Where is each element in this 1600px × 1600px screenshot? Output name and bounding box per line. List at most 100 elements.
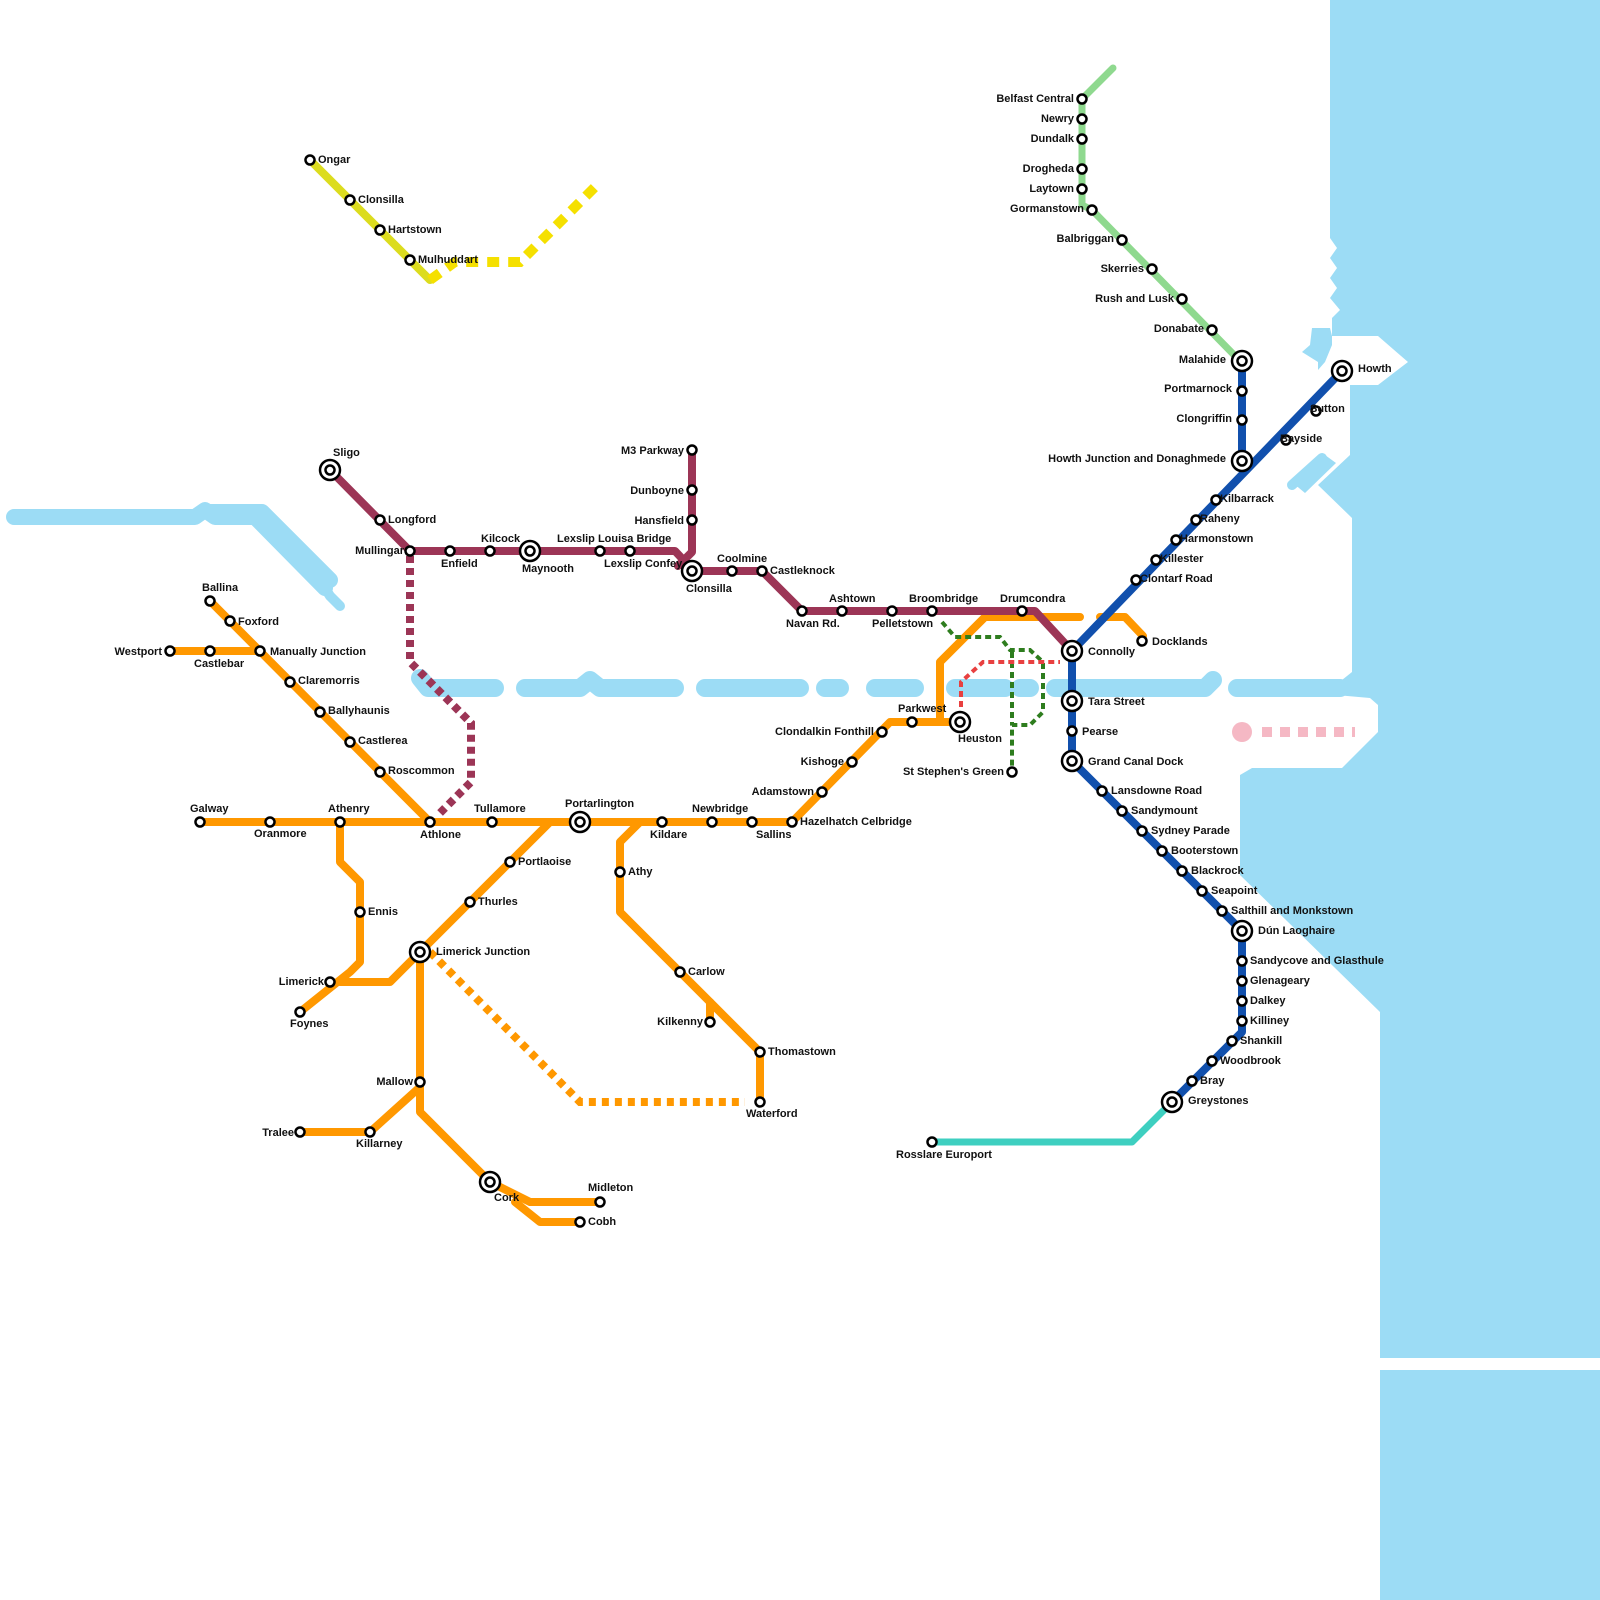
station-marker[interactable] [334, 816, 346, 828]
station-marker[interactable] [926, 605, 938, 617]
station-marker[interactable] [704, 1016, 716, 1028]
station-marker[interactable] [1196, 885, 1208, 897]
station-marker[interactable] [284, 676, 296, 688]
station-marker[interactable] [1116, 805, 1128, 817]
station-marker[interactable] [1186, 1075, 1198, 1087]
interchange-station-marker[interactable] [680, 559, 704, 583]
station-marker[interactable] [464, 896, 476, 908]
station-marker[interactable] [756, 565, 768, 577]
station-marker[interactable] [1236, 1015, 1248, 1027]
station-marker[interactable] [1006, 766, 1018, 778]
station-marker[interactable] [816, 786, 828, 798]
station-marker[interactable] [164, 645, 176, 657]
station-marker[interactable] [486, 816, 498, 828]
station-marker[interactable] [504, 856, 516, 868]
station-marker[interactable] [294, 1006, 306, 1018]
station-marker[interactable] [594, 1196, 606, 1208]
station-marker[interactable] [674, 966, 686, 978]
station-marker[interactable] [836, 605, 848, 617]
station-marker[interactable] [1130, 574, 1142, 586]
station-marker[interactable] [1076, 133, 1088, 145]
interchange-station-marker[interactable] [948, 710, 972, 734]
station-marker[interactable] [1016, 605, 1028, 617]
maynooth-line[interactable] [326, 446, 1076, 818]
station-marker[interactable] [354, 906, 366, 918]
station-marker[interactable] [404, 545, 416, 557]
station-marker[interactable] [224, 615, 236, 627]
station-marker[interactable] [706, 816, 718, 828]
station-marker[interactable] [404, 254, 416, 266]
rosslare-line[interactable] [928, 1098, 1176, 1146]
howth-ferry[interactable] [1232, 722, 1355, 742]
interchange-station-marker[interactable] [408, 940, 432, 964]
station-marker[interactable] [344, 194, 356, 206]
station-marker[interactable] [1086, 204, 1098, 216]
station-marker[interactable] [686, 484, 698, 496]
interchange-station-marker[interactable] [1230, 349, 1254, 373]
interchange-station-marker[interactable] [1160, 1090, 1184, 1114]
station-marker[interactable] [1116, 234, 1128, 246]
station-marker[interactable] [324, 976, 336, 988]
station-marker[interactable] [254, 645, 266, 657]
station-marker[interactable] [344, 736, 356, 748]
station-marker[interactable] [1236, 995, 1248, 1007]
station-marker[interactable] [1146, 263, 1158, 275]
station-marker[interactable] [1216, 905, 1228, 917]
station-marker[interactable] [1136, 825, 1148, 837]
luas-green-link[interactable] [940, 620, 1045, 772]
interchange-station-marker[interactable] [568, 810, 592, 834]
station-marker[interactable] [364, 1126, 376, 1138]
station-marker[interactable] [1150, 554, 1162, 566]
station-marker[interactable] [754, 1046, 766, 1058]
interchange-station-marker[interactable] [1060, 689, 1084, 713]
station-marker[interactable] [686, 514, 698, 526]
station-marker[interactable] [194, 816, 206, 828]
station-marker[interactable] [746, 816, 758, 828]
station-marker[interactable] [1280, 434, 1292, 446]
station-marker[interactable] [926, 1136, 938, 1148]
station-marker[interactable] [1076, 183, 1088, 195]
interchange-station-marker[interactable] [518, 539, 542, 563]
station-marker[interactable] [656, 816, 668, 828]
interchange-station-marker[interactable] [1230, 919, 1254, 943]
station-marker[interactable] [1236, 975, 1248, 987]
station-marker[interactable] [204, 645, 216, 657]
station-marker[interactable] [1076, 163, 1088, 175]
station-marker[interactable] [1176, 865, 1188, 877]
station-marker[interactable] [1210, 494, 1222, 506]
station-marker[interactable] [1066, 725, 1078, 737]
station-marker[interactable] [374, 766, 386, 778]
interchange-station-marker[interactable] [1060, 749, 1084, 773]
station-marker[interactable] [204, 595, 216, 607]
station-marker[interactable] [594, 545, 606, 557]
station-marker[interactable] [886, 605, 898, 617]
station-marker[interactable] [374, 224, 386, 236]
station-marker[interactable] [686, 444, 698, 456]
station-marker[interactable] [1226, 1035, 1238, 1047]
station-marker[interactable] [374, 514, 386, 526]
station-marker[interactable] [876, 726, 888, 738]
station-marker[interactable] [1236, 955, 1248, 967]
station-marker[interactable] [1206, 324, 1218, 336]
station-marker[interactable] [1170, 534, 1182, 546]
station-marker[interactable] [444, 545, 456, 557]
station-marker[interactable] [1190, 514, 1202, 526]
station-marker[interactable] [1310, 405, 1322, 417]
station-marker[interactable] [314, 706, 326, 718]
interchange-station-marker[interactable] [1060, 639, 1084, 663]
interchange-station-marker[interactable] [1230, 449, 1254, 473]
station-marker[interactable] [484, 545, 496, 557]
station-marker[interactable] [726, 565, 738, 577]
station-marker[interactable] [574, 1216, 586, 1228]
station-marker[interactable] [264, 816, 276, 828]
station-marker[interactable] [624, 545, 636, 557]
northern-commuter[interactable] [1078, 64, 1244, 365]
station-marker[interactable] [786, 816, 798, 828]
station-marker[interactable] [754, 1096, 766, 1108]
station-marker[interactable] [1236, 385, 1248, 397]
station-marker[interactable] [1076, 93, 1088, 105]
station-marker[interactable] [1136, 635, 1148, 647]
interchange-station-marker[interactable] [478, 1170, 502, 1194]
station-marker[interactable] [414, 1076, 426, 1088]
station-marker[interactable] [424, 816, 436, 828]
